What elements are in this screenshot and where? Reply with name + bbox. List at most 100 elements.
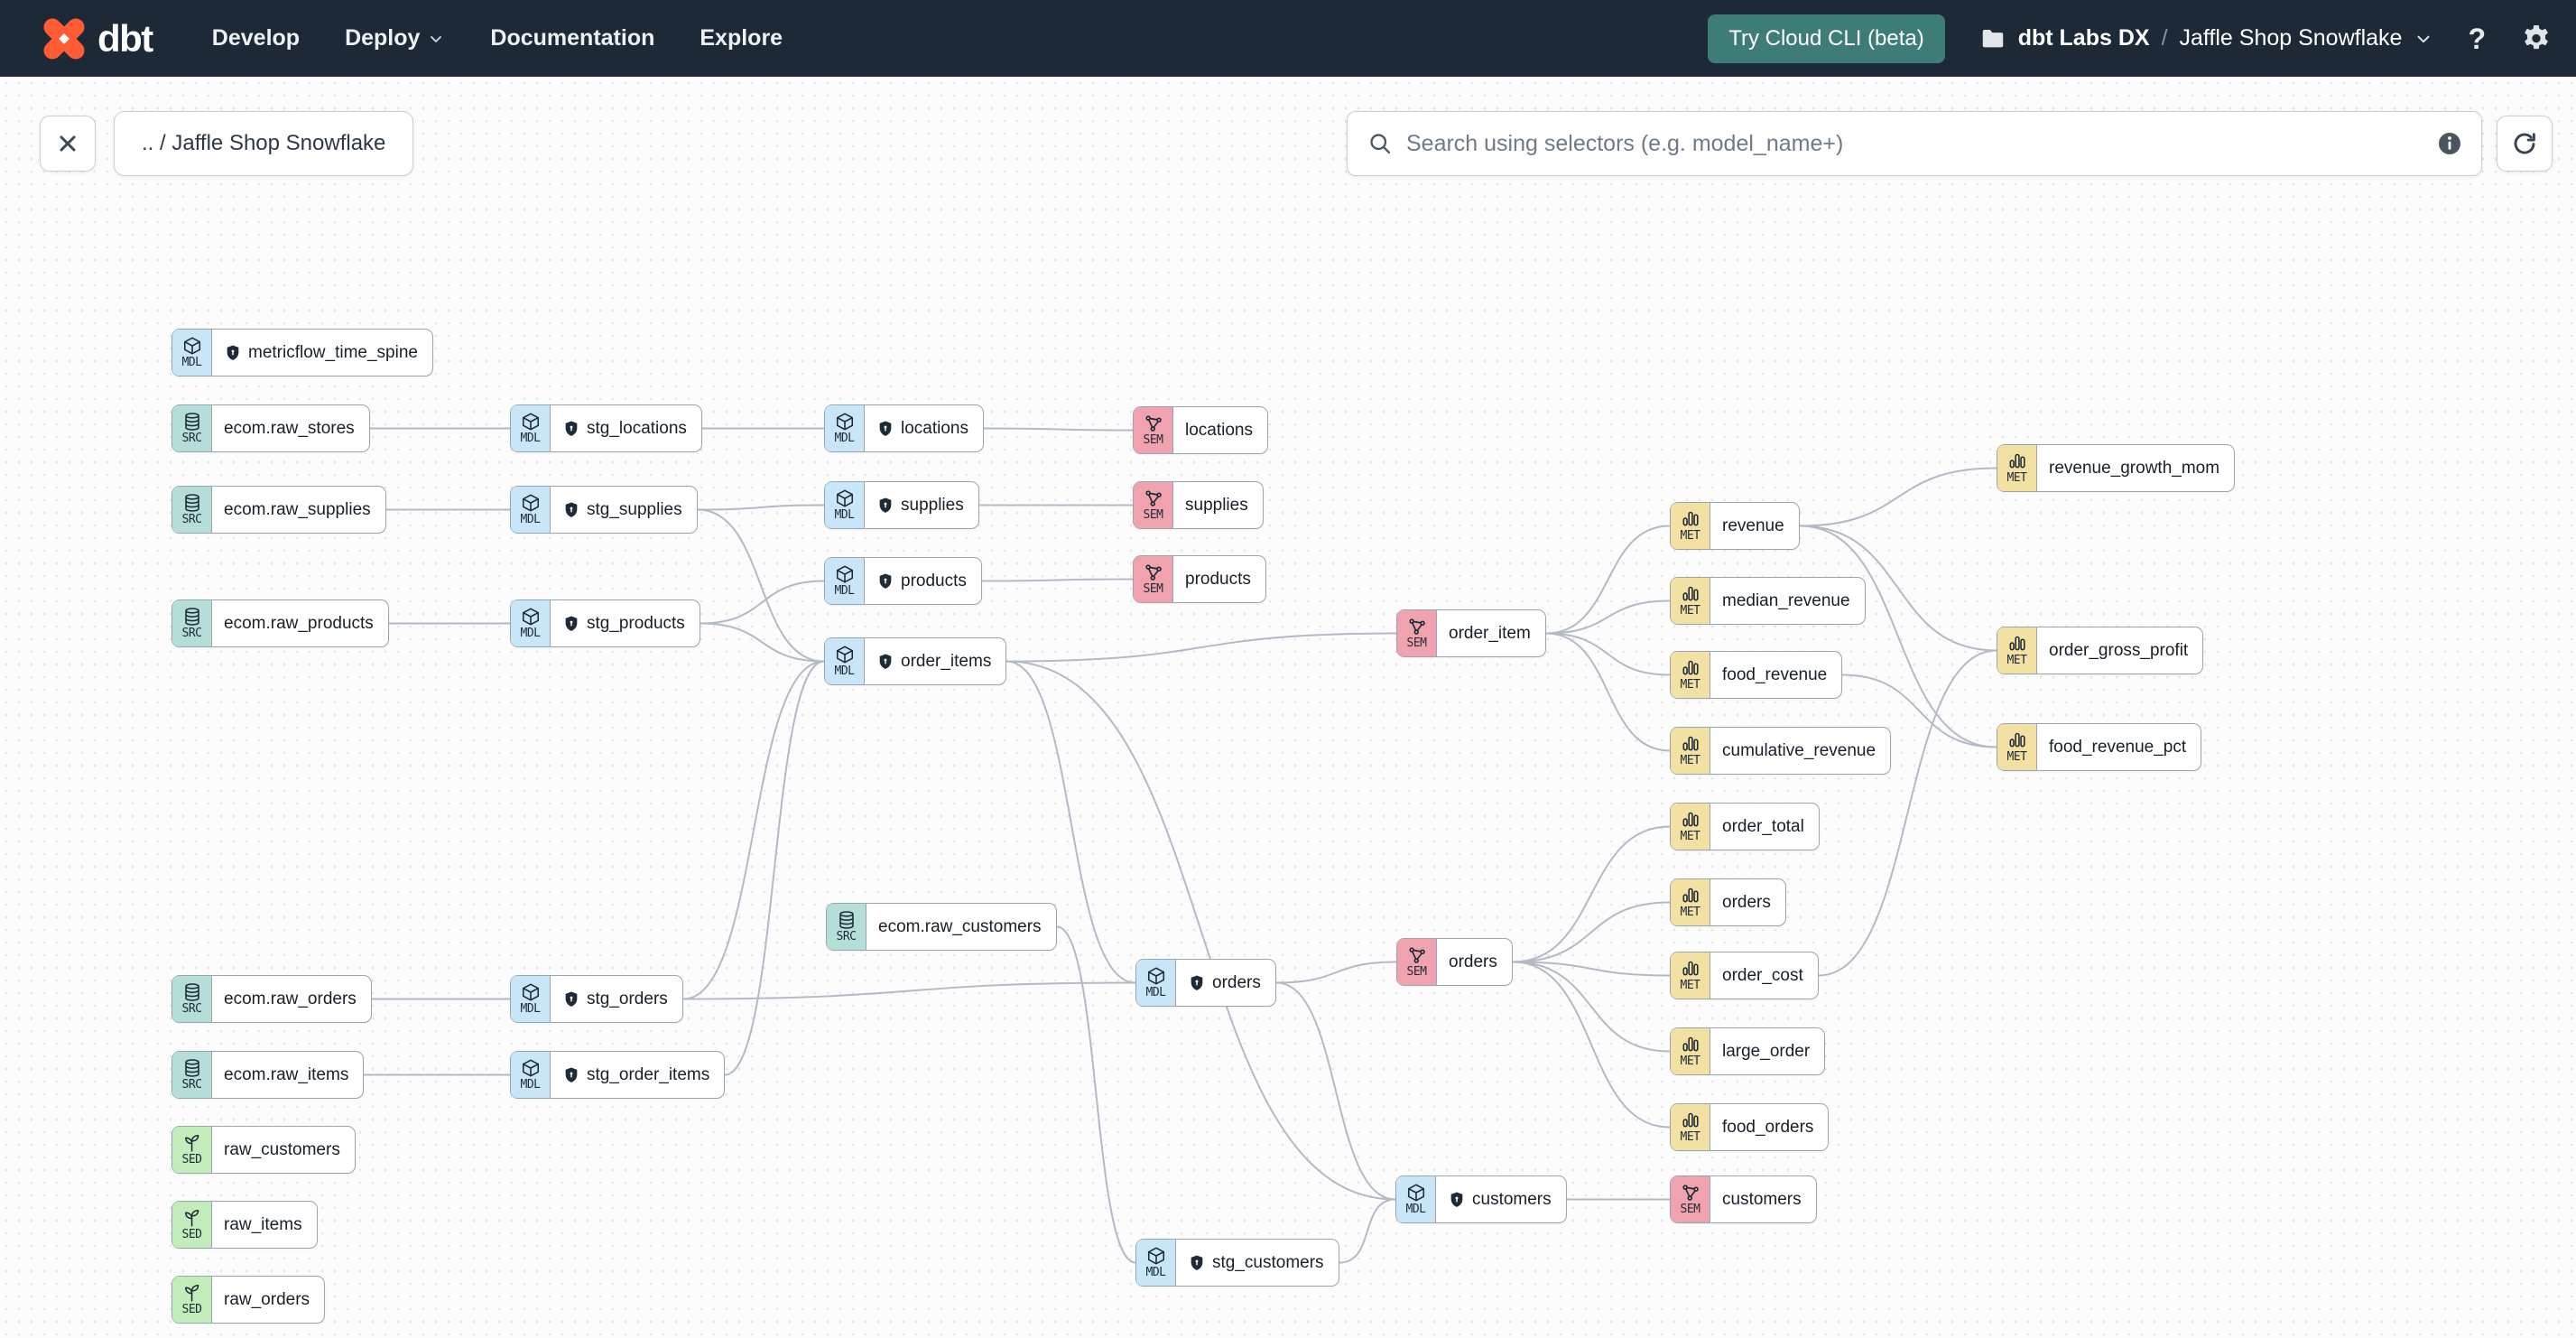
shield-icon (876, 497, 894, 515)
node-label: revenue (1722, 516, 1784, 535)
node-type-label: SED (181, 1152, 202, 1166)
shield-icon (1188, 974, 1206, 992)
node-type-badge: SRC (172, 600, 212, 646)
graph-breadcrumb[interactable]: .. / Jaffle Shop Snowflake (114, 111, 414, 176)
node-met_large_order[interactable]: MET large_order (1670, 1027, 1826, 1075)
edge-sem_order_item-to-met_revenue (1545, 525, 1671, 635)
node-label: metricflow_time_spine (212, 330, 432, 376)
info-icon[interactable] (2436, 130, 2463, 157)
try-cloud-cli-button[interactable]: Try Cloud CLI (beta) (1708, 14, 1945, 63)
node-type-badge: MET (1997, 445, 2037, 491)
gear-icon[interactable] (2520, 23, 2553, 55)
nav-item-develop[interactable]: Develop (211, 25, 301, 51)
node-type-badge: SRC (172, 976, 212, 1022)
node-type-label: MDL (1145, 985, 1166, 999)
node-label: stg_products (551, 600, 700, 646)
shield-icon (562, 501, 580, 519)
node-label: food_revenue_pct (2049, 737, 2187, 757)
node-type-badge: MET (1997, 627, 2037, 674)
refresh-button[interactable] (2497, 116, 2553, 172)
edge-sem_order_item-to-met_food_revenue (1545, 632, 1671, 676)
shield-icon (562, 420, 580, 438)
node-type-label: SEM (1680, 1202, 1700, 1216)
metric-icon (1681, 509, 1700, 529)
node-type-label: MDL (1405, 1202, 1426, 1216)
search-input[interactable] (1406, 130, 2423, 157)
node-type-badge: SEM (1134, 482, 1173, 528)
node-type-badge: MDL (825, 405, 865, 451)
project-switcher[interactable]: dbt Labs DX / Jaffle Shop Snowflake (1979, 25, 2434, 52)
node-metricflow_time_spine[interactable]: MDL metricflow_time_spine (171, 329, 433, 376)
seed-icon (182, 1208, 202, 1228)
edge-sem_orders-to-met_orders (1512, 901, 1671, 963)
node-type-label: SEM (1406, 636, 1427, 650)
node-type-badge: MET (1671, 728, 1710, 774)
node-label: large_order (1722, 1041, 1811, 1061)
node-type-badge: SED (172, 1202, 212, 1248)
metric-icon (2007, 634, 2027, 654)
nav-item-documentation[interactable]: Documentation (490, 25, 655, 51)
node-label: stg_customers (1176, 1240, 1339, 1286)
edge-sem_orders-to-met_order_cost (1512, 961, 1671, 977)
chevron-down-icon (427, 30, 445, 48)
brand-wordmark: dbt (97, 16, 153, 60)
node-type-label: MDL (520, 512, 541, 526)
node-type-label: SEM (1143, 581, 1163, 596)
node-label: products (865, 558, 981, 604)
node-label: stg_orders (551, 976, 682, 1022)
node-type-label: MET (1680, 1054, 1700, 1068)
nav-item-deploy[interactable]: Deploy (345, 25, 445, 51)
close-button[interactable] (40, 116, 96, 172)
edge-stg_products-to-products (700, 580, 825, 625)
edge-sem_orders-to-met_food_orders (1512, 961, 1671, 1129)
cube-icon (521, 412, 541, 432)
node-type-label: MDL (181, 355, 202, 369)
dbt-logo-icon[interactable] (40, 14, 88, 63)
node-type-label: MDL (520, 1077, 541, 1092)
node-type-badge: SED (172, 1127, 212, 1173)
node-type-badge: MDL (172, 330, 212, 376)
semantic-model-icon (1144, 562, 1163, 582)
node-label: median_revenue (1722, 590, 1850, 610)
help-icon[interactable]: ? (2468, 22, 2486, 55)
nav-item-explore[interactable]: Explore (700, 25, 783, 51)
